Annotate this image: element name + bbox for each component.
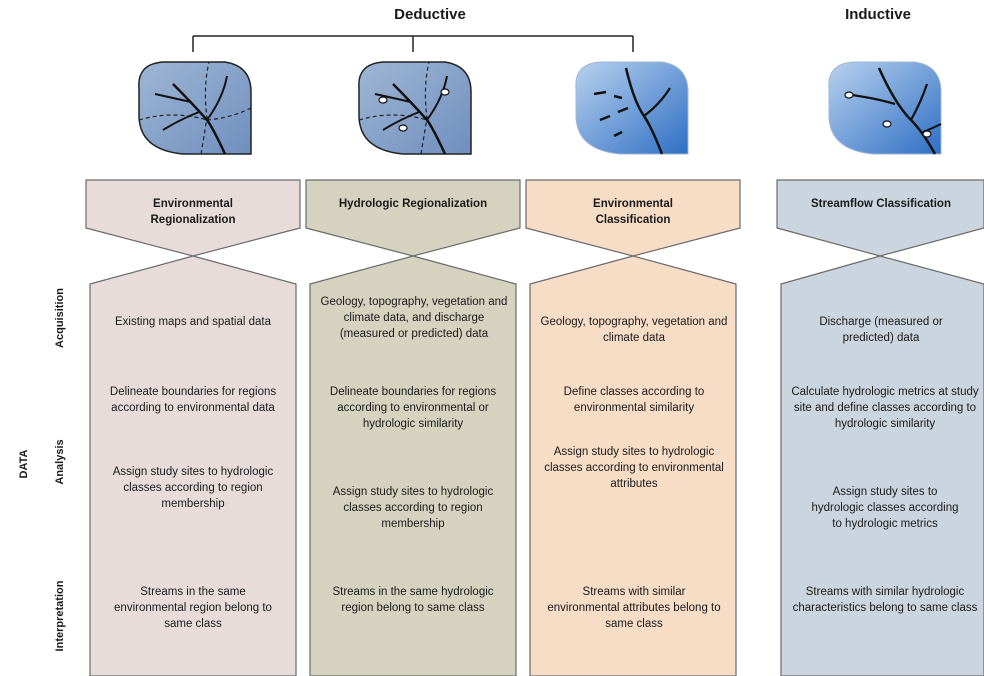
col2-analysis-2: Assign study sites to hydrologic classes… <box>332 486 494 530</box>
deductive-label: Deductive <box>394 6 466 23</box>
col4-analysis-2: Assign study sites to hydrologic classes… <box>811 486 959 530</box>
inductive-label: Inductive <box>845 6 911 23</box>
acquisition-side-label: Acquisition <box>54 288 66 348</box>
col3-analysis-2: Assign study sites to hydrologic classes… <box>544 446 724 490</box>
col4-acquisition: Discharge (measured or predicted) data <box>819 316 943 344</box>
analysis-side-label: Analysis <box>54 439 66 485</box>
col1-analysis-1: Delineate boundaries for regions accordi… <box>109 386 277 414</box>
column-title-hydro-regionalization: Hydrologic Regionalization <box>338 198 488 210</box>
col2-analysis-1: Delineate boundaries for regions accordi… <box>329 386 497 430</box>
column-shape-3 <box>525 179 741 676</box>
col2-interpretation: Streams in the same hydrologic region be… <box>332 586 494 614</box>
col3-interpretation: Streams with similar environmental attri… <box>547 586 721 630</box>
watershed-icon-regions <box>138 61 252 155</box>
col1-analysis-2: Assign study sites to hydrologic classes… <box>112 466 274 510</box>
col3-acquisition: Geology, topography, vegetation and clim… <box>540 316 728 344</box>
watershed-icon-streamflow <box>828 61 942 155</box>
col4-interpretation: Streams with similar hydrologic characte… <box>792 586 978 614</box>
column-shape-2 <box>305 179 521 676</box>
column-title-env-classification: Environmental Classification <box>593 198 673 226</box>
col1-interpretation: Streams in the same environmental region… <box>114 586 272 630</box>
column-shape-4 <box>776 179 984 676</box>
column-title-env-regionalization: Environmental Regionalization <box>150 198 236 226</box>
data-side-label: DATA <box>18 449 30 479</box>
interpretation-side-label: Interpretation <box>54 580 66 652</box>
column-title-streamflow-classification: Streamflow Classification <box>811 198 951 210</box>
col4-analysis-1: Calculate hydrologic metrics at study si… <box>791 386 979 430</box>
watershed-icon-env-class <box>575 61 689 155</box>
col2-acquisition: Geology, topography, vegetation and clim… <box>320 296 508 340</box>
watershed-icon-hydro-regions <box>358 61 472 155</box>
column-shape-1 <box>85 179 301 676</box>
col3-analysis-1: Define classes according to environmenta… <box>563 386 705 414</box>
col1-acquisition: Existing maps and spatial data <box>115 316 271 328</box>
deductive-bracket <box>192 35 634 52</box>
